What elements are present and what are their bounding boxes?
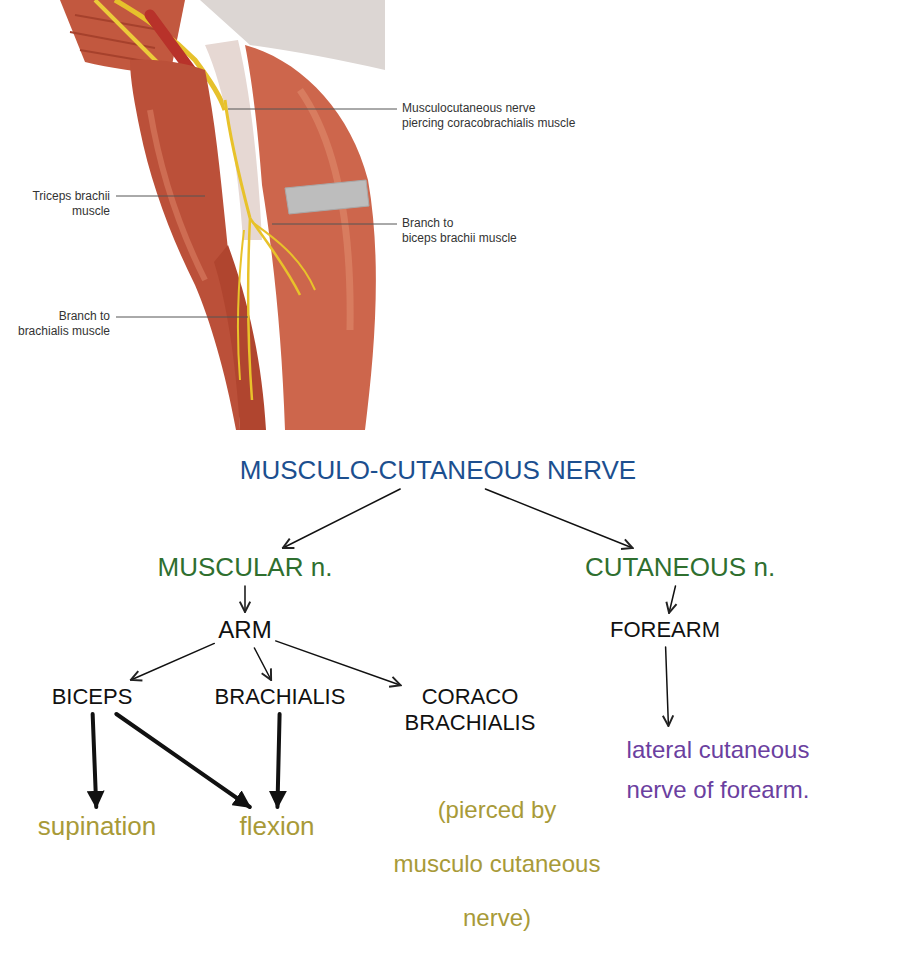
node-text: MUSCULO-CUTANEOUS NERVE xyxy=(240,455,636,485)
tree-node: CORACO BRACHIALIS xyxy=(401,680,540,740)
leader-line xyxy=(272,224,397,225)
node-text: CORACO BRACHIALIS xyxy=(405,684,536,736)
connector-arrow xyxy=(131,643,215,680)
connector-arrow xyxy=(93,714,97,807)
node-text: flexion xyxy=(239,811,314,841)
connector-arrow xyxy=(116,714,249,807)
biceps-muscle xyxy=(245,45,376,430)
nerve-branch xyxy=(248,218,252,400)
tree-node: BICEPS xyxy=(48,680,137,714)
connector-arrow xyxy=(254,648,271,680)
node-text: supination xyxy=(38,811,157,841)
tree-node: lateral cutaneous nerve of forearm. xyxy=(623,726,814,814)
connector-arrow xyxy=(666,647,669,726)
connector-arrow xyxy=(276,641,401,685)
tree-node: FOREARM xyxy=(606,613,724,647)
callout-label: Branch to biceps brachii muscle xyxy=(402,216,517,246)
connector-arrow xyxy=(283,489,400,548)
tree-node: supination xyxy=(34,807,161,845)
nerve-branch xyxy=(252,222,315,290)
muscle-highlight xyxy=(150,110,205,280)
connector-arrow xyxy=(244,586,246,612)
leader-line xyxy=(116,196,205,197)
musculocutaneous-nerve xyxy=(225,100,250,218)
node-text: BRACHIALIS xyxy=(215,684,346,710)
triceps-muscle xyxy=(130,59,240,430)
tree-node: (pierced by musculo cutaneous nerve) xyxy=(390,779,605,949)
node-text: CUTANEOUS n. xyxy=(585,552,775,582)
node-text: (pierced by musculo cutaneous nerve) xyxy=(394,783,601,945)
callout-label: Triceps brachii muscle xyxy=(32,189,110,219)
tree-node: BRACHIALIS xyxy=(211,680,350,714)
tree-node: ARM xyxy=(214,612,275,648)
node-text: FOREARM xyxy=(610,617,720,643)
callout-label: Musculocutaneous nerve piercing coracobr… xyxy=(402,101,575,131)
node-text: lateral cutaneous nerve of forearm. xyxy=(627,730,810,810)
connector-arrow xyxy=(277,714,279,807)
leader-line xyxy=(116,317,248,318)
connector-arrow xyxy=(669,586,675,613)
node-text: BICEPS xyxy=(52,684,133,710)
node-text: MUSCULAR n. xyxy=(158,552,333,582)
node-text: ARM xyxy=(218,616,271,644)
retractor-band xyxy=(285,180,369,214)
leader-line xyxy=(228,109,397,110)
tree-node: CUTANEOUS n. xyxy=(581,548,779,586)
connector-arrow xyxy=(485,489,632,548)
tree-node: flexion xyxy=(235,807,318,845)
nerve-branch xyxy=(238,230,244,380)
tree-node: MUSCULAR n. xyxy=(154,548,337,586)
tree-node: MUSCULO-CUTANEOUS NERVE xyxy=(236,451,640,489)
nerve-cord xyxy=(95,0,165,70)
callout-label: Branch to brachialis muscle xyxy=(18,309,110,339)
